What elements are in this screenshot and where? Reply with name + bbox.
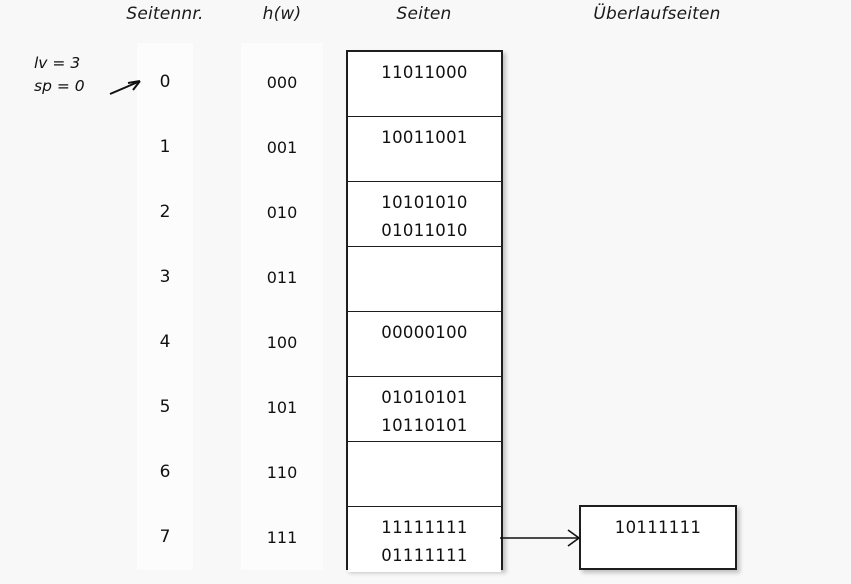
record-value: 01111111 xyxy=(381,546,468,565)
hash-cell: 000 xyxy=(266,73,298,92)
record-value: 11111111 xyxy=(381,518,468,537)
seitennr-cell: 1 xyxy=(159,137,171,157)
hash-cell: 111 xyxy=(266,528,298,547)
page-bucket: 10101010 01011010 xyxy=(348,182,501,247)
record-value: 01011010 xyxy=(381,221,468,240)
seitennr-cell: 7 xyxy=(159,527,171,547)
record-value: 10111111 xyxy=(614,518,702,537)
seitennr-cell: 3 xyxy=(159,267,171,287)
column-band-hw xyxy=(241,43,323,570)
page-bucket: 11111111 01111111 xyxy=(348,507,501,572)
seiten-table: 11011000 10011001 10101010 01011010 0000… xyxy=(346,50,503,572)
record-value: 10011001 xyxy=(381,128,468,147)
page-bucket xyxy=(348,247,501,312)
header-seiten: Seiten xyxy=(396,4,452,24)
hash-cell: 100 xyxy=(266,333,298,352)
page-bucket: 00000100 xyxy=(348,312,501,377)
header-hw: h(w) xyxy=(262,4,302,24)
seitennr-cell: 5 xyxy=(159,397,171,417)
header-ueberlaufseiten: Überlaufseiten xyxy=(593,4,721,24)
hash-cell: 011 xyxy=(266,268,298,287)
overflow-link-arrow-icon xyxy=(500,529,581,547)
record-value: 11011000 xyxy=(381,63,468,82)
hash-cell: 101 xyxy=(266,398,298,417)
overflow-page: 10111111 xyxy=(579,505,737,570)
page-bucket: 10011001 xyxy=(348,117,501,182)
level-split-annotation: lv = 3 sp = 0 xyxy=(34,52,85,98)
record-value: 10101010 xyxy=(381,193,468,212)
seitennr-cell: 0 xyxy=(159,72,171,92)
page-bucket: 01010101 10110101 xyxy=(348,377,501,442)
seitennr-cell: 6 xyxy=(159,462,171,482)
record-value: 10110101 xyxy=(381,416,468,435)
record-value: 01010101 xyxy=(381,388,468,407)
hash-cell: 110 xyxy=(266,463,298,482)
split-pointer-arrow-icon xyxy=(109,80,141,95)
annotation-lv: lv = 3 xyxy=(34,54,81,72)
record-value: 00000100 xyxy=(381,323,468,342)
header-seitennr: Seitennr. xyxy=(126,4,204,24)
hash-cell: 001 xyxy=(266,138,298,157)
hash-cell: 010 xyxy=(266,203,298,222)
annotation-sp: sp = 0 xyxy=(34,77,85,95)
page-bucket: 11011000 xyxy=(348,52,501,117)
seitennr-cell: 4 xyxy=(159,332,171,352)
page-bucket xyxy=(348,442,501,507)
column-band-seitennr xyxy=(137,43,193,570)
seitennr-cell: 2 xyxy=(159,202,171,222)
